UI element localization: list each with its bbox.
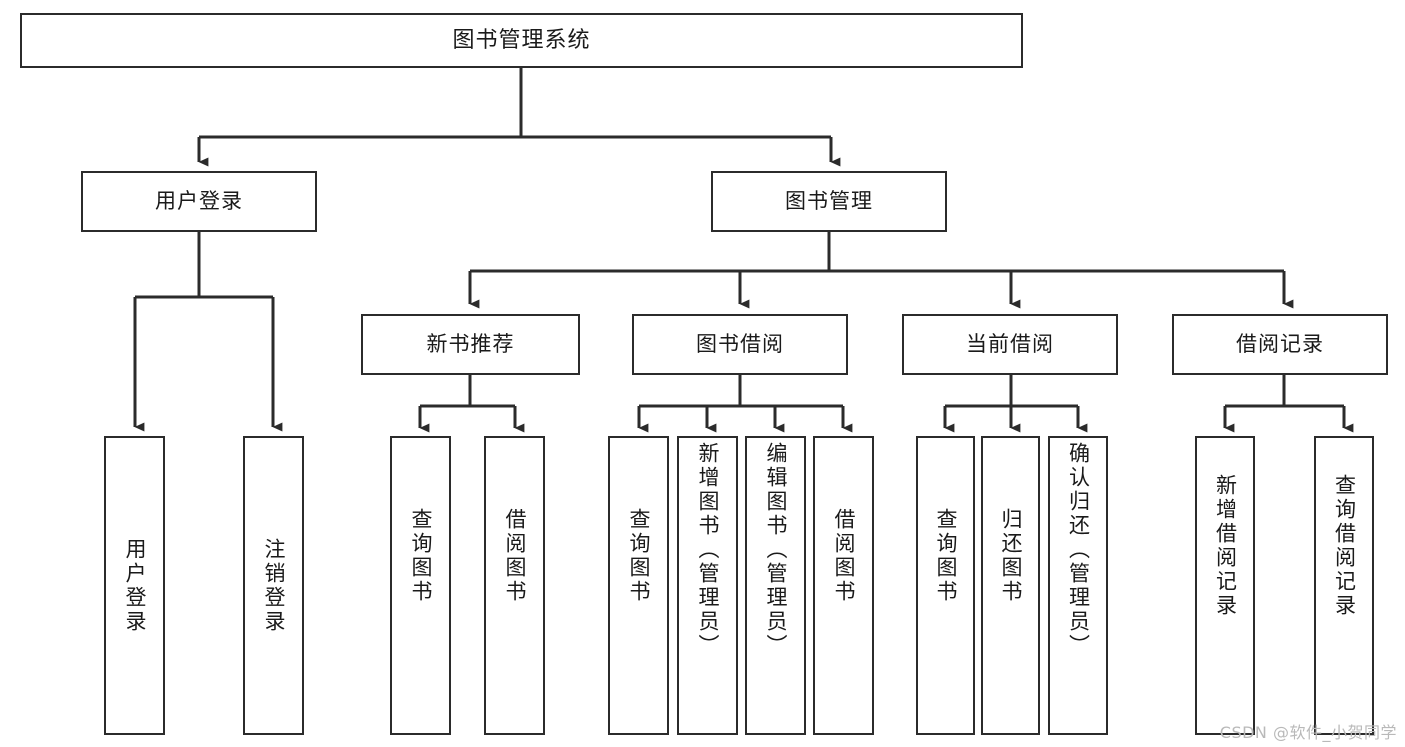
node-label: 图书借阅 bbox=[696, 332, 784, 357]
node-current-borrow[interactable]: 当前借阅 bbox=[902, 314, 1118, 375]
node-label: 图书管理系统 bbox=[452, 27, 591, 53]
node-root-book-management-system[interactable]: 图书管理系统 bbox=[20, 13, 1023, 68]
node-book-borrow[interactable]: 图书借阅 bbox=[632, 314, 848, 375]
leaf-bb-borrow-book[interactable]: 借阅图书 bbox=[813, 436, 874, 735]
node-label: 用户登录 bbox=[123, 537, 147, 634]
node-label: 确认归还（管理员） bbox=[1066, 442, 1091, 658]
leaf-nb-borrow-book[interactable]: 借阅图书 bbox=[484, 436, 545, 735]
node-label: 新增借阅记录 bbox=[1213, 474, 1238, 618]
watermark: CSDN @软件_小贺同学 bbox=[1219, 723, 1397, 742]
leaf-logout[interactable]: 注销登录 bbox=[243, 436, 304, 735]
node-label: 新增图书（管理员） bbox=[696, 442, 720, 658]
node-label: 查询借阅记录 bbox=[1332, 474, 1357, 618]
node-label: 查询图书 bbox=[409, 508, 433, 604]
node-label: 编辑图书（管理员） bbox=[764, 442, 788, 658]
leaf-bb-query-book[interactable]: 查询图书 bbox=[608, 436, 669, 735]
leaf-user-login[interactable]: 用户登录 bbox=[104, 436, 165, 735]
node-label: 用户登录 bbox=[155, 189, 243, 214]
node-label: 借阅图书 bbox=[503, 508, 527, 604]
node-label: 新书推荐 bbox=[426, 332, 515, 357]
leaf-nb-query-book[interactable]: 查询图书 bbox=[390, 436, 451, 735]
node-new-book-recommend[interactable]: 新书推荐 bbox=[361, 314, 580, 375]
leaf-bb-add-book-admin[interactable]: 新增图书（管理员） bbox=[677, 436, 738, 735]
leaf-br-add-record[interactable]: 新增借阅记录 bbox=[1195, 436, 1255, 735]
leaf-cb-confirm-return-admin[interactable]: 确认归还（管理员） bbox=[1048, 436, 1108, 735]
node-label: 当前借阅 bbox=[966, 332, 1054, 357]
node-book-management[interactable]: 图书管理 bbox=[711, 171, 947, 232]
node-label: 借阅记录 bbox=[1236, 332, 1324, 357]
node-label: 图书管理 bbox=[785, 189, 873, 214]
node-label: 注销登录 bbox=[262, 537, 286, 634]
node-label: 查询图书 bbox=[627, 508, 651, 604]
node-borrow-record[interactable]: 借阅记录 bbox=[1172, 314, 1388, 375]
leaf-bb-edit-book-admin[interactable]: 编辑图书（管理员） bbox=[745, 436, 806, 735]
node-label: 归还图书 bbox=[999, 508, 1023, 604]
leaf-cb-return-book[interactable]: 归还图书 bbox=[981, 436, 1040, 735]
node-label: 借阅图书 bbox=[832, 508, 856, 604]
node-label: 查询图书 bbox=[934, 508, 958, 604]
leaf-br-query-record[interactable]: 查询借阅记录 bbox=[1314, 436, 1374, 735]
leaf-cb-query-book[interactable]: 查询图书 bbox=[916, 436, 975, 735]
node-user-login[interactable]: 用户登录 bbox=[81, 171, 317, 232]
